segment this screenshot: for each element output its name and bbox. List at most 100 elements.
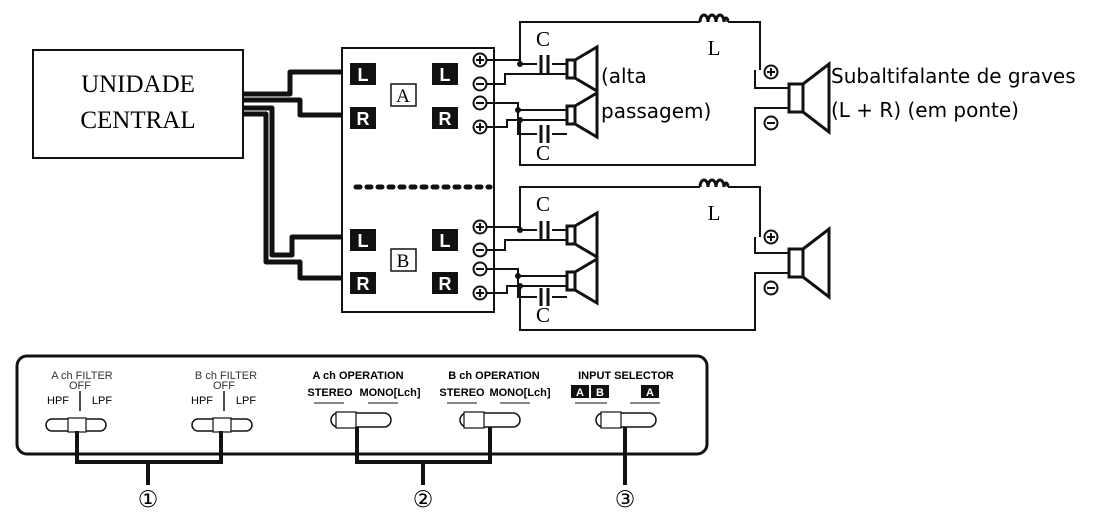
input-selector-group: INPUT SELECTOR A B A — [571, 370, 674, 429]
b-filter-switch-knob — [212, 417, 232, 433]
terminal-plus-icon — [472, 219, 488, 235]
upper-speaker-wiring — [487, 21, 790, 166]
channel-a-block: L R A L R — [350, 63, 458, 129]
inductor-label: L — [708, 36, 721, 60]
sub-minus-icon — [763, 280, 779, 296]
junction-dot — [515, 273, 521, 279]
b-filter-group: B ch FILTER OFF HPF LPF — [191, 370, 257, 433]
in-l-a-text: L — [358, 65, 369, 85]
capacitor-icon — [539, 55, 550, 73]
subwoofer-icon — [787, 227, 831, 299]
inductor-icon — [698, 178, 730, 188]
out-r-a-badge — [432, 107, 458, 129]
terminal-minus-icon — [472, 76, 488, 92]
svg-text:B: B — [596, 387, 604, 399]
capacitor-icon — [539, 221, 550, 239]
lower-speaker-wiring — [487, 186, 790, 331]
capacitor-label: C — [536, 192, 550, 216]
a-operation-title: A ch OPERATION — [312, 370, 403, 382]
channel-b-block: L R B L R — [350, 229, 458, 294]
rca-cables — [243, 69, 342, 281]
svg-text:A: A — [646, 387, 654, 399]
a-operation-switch-knob — [335, 411, 357, 429]
callout-3: ③ — [615, 487, 636, 513]
channel-b-text: B — [397, 251, 410, 272]
b-filter-lpf: LPF — [236, 395, 256, 407]
b-filter-off: OFF — [213, 380, 235, 392]
terminal-plus-icon — [472, 285, 488, 301]
a-filter-group: A ch FILTER OFF HPF LPF — [45, 370, 113, 433]
callout-brackets — [75, 427, 627, 485]
callout-1: ① — [138, 487, 159, 513]
capacitor-label: C — [536, 303, 550, 327]
channel-b-badge — [390, 248, 417, 272]
out-l-a-text: L — [440, 65, 451, 85]
in-r-b-badge — [350, 272, 376, 294]
amp-terminals — [472, 52, 488, 301]
out-l-b-badge — [432, 229, 458, 251]
terminal-minus-icon — [472, 95, 488, 111]
a-operation-group: A ch OPERATION STEREO MONO[Lch] — [307, 370, 421, 429]
junction-dot — [515, 107, 521, 113]
head-unit-label-line2: CENTRAL — [80, 107, 195, 134]
subwoofer-icon — [787, 62, 831, 134]
inductor-label: L — [708, 201, 721, 225]
channel-a-text: A — [396, 86, 410, 107]
in-r-a-text: R — [357, 109, 370, 129]
a-filter-lpf: LPF — [92, 395, 112, 407]
tweeter-icon — [565, 257, 599, 305]
junction-dot — [517, 227, 523, 233]
a-filter-off: OFF — [69, 380, 91, 392]
a-filter-title: A ch FILTER — [51, 370, 113, 382]
capacitor-label: C — [536, 141, 550, 165]
junction-dot — [517, 61, 523, 67]
svg-text:A: A — [576, 387, 584, 399]
in-r-a-badge — [350, 107, 376, 129]
out-l-b-text: L — [440, 231, 451, 251]
tweeter-icon — [565, 91, 599, 139]
out-l-a-badge — [432, 63, 458, 85]
terminal-minus-icon — [472, 242, 488, 258]
capacitor-label: C — [536, 27, 550, 51]
input-option-b-badge — [591, 385, 609, 398]
inductor-icon — [698, 13, 730, 23]
a-operation-stereo: STEREO — [307, 387, 353, 399]
terminal-plus-icon — [472, 52, 488, 68]
tweeter-label-line1: (alta — [601, 64, 647, 88]
b-operation-switch-knob — [463, 411, 485, 429]
a-filter-switch-knob — [67, 417, 87, 433]
out-r-b-badge — [432, 272, 458, 294]
in-l-a-badge — [350, 63, 376, 85]
control-panel — [15, 354, 709, 456]
b-filter-title: B ch FILTER — [195, 370, 257, 382]
input-option-a-badge — [571, 385, 589, 398]
junction-dot — [517, 283, 523, 289]
in-l-b-badge — [350, 229, 376, 251]
in-r-b-text: R — [357, 274, 370, 294]
out-r-a-text: R — [439, 109, 452, 129]
head-unit-box — [32, 49, 244, 159]
junction-dot — [517, 117, 523, 123]
sub-minus-icon — [763, 115, 779, 131]
head-unit-label-line1: UNIDADE — [81, 71, 195, 98]
tweeter-icon — [565, 45, 599, 93]
sub-plus-icon — [763, 64, 779, 80]
terminal-plus-icon — [472, 119, 488, 135]
input-selector-switch-knob — [600, 411, 622, 429]
callout-2: ② — [413, 487, 434, 513]
capacitor-icon — [539, 288, 550, 306]
subwoofer-label-line2: (L + R) (em ponte) — [831, 98, 1019, 122]
b-operation-mono: MONO[Lch] — [489, 387, 550, 399]
out-r-b-text: R — [439, 274, 452, 294]
capacitor-icon — [539, 125, 550, 143]
b-operation-stereo: STEREO — [439, 387, 485, 399]
a-filter-hpf: HPF — [47, 395, 69, 407]
tweeter-label-line2: passagem) — [601, 99, 711, 123]
subwoofer-label-line1: Subaltifalante de graves — [831, 64, 1076, 88]
channel-a-badge — [390, 83, 417, 107]
terminal-minus-icon — [472, 261, 488, 277]
input-selector-title: INPUT SELECTOR — [578, 370, 674, 382]
a-operation-mono: MONO[Lch] — [359, 387, 420, 399]
sub-plus-icon — [763, 229, 779, 245]
